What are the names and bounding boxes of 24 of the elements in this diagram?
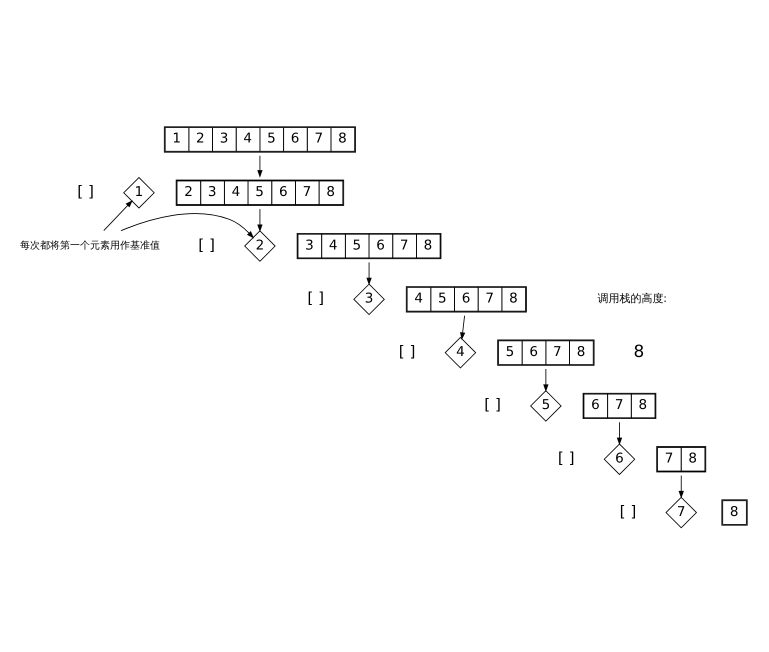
node-diamond: 7 bbox=[665, 496, 698, 528]
arrow bbox=[120, 213, 254, 238]
node-text: [ ] bbox=[558, 448, 575, 467]
node-text: [ ] bbox=[620, 502, 636, 520]
node-text: 每次都将第一个元素用作基准值 bbox=[20, 240, 160, 252]
node-text: [ ] bbox=[398, 342, 416, 360]
label: 调用栈的高度: bbox=[597, 292, 668, 306]
arrow bbox=[460, 315, 466, 340]
arrow bbox=[543, 368, 549, 392]
arrow bbox=[103, 200, 133, 232]
node-text: [ ] bbox=[484, 396, 501, 414]
arrow bbox=[616, 422, 622, 446]
arrow bbox=[678, 475, 684, 499]
node-text: [ ] bbox=[307, 289, 324, 308]
node-diamond: 3 bbox=[353, 284, 385, 316]
node-diamond: 5 bbox=[530, 390, 562, 422]
arrow bbox=[257, 208, 263, 232]
arrow bbox=[366, 262, 372, 286]
node-text: [ ] bbox=[77, 182, 94, 200]
node-diamond: 6 bbox=[604, 443, 636, 476]
node-diamond: 4 bbox=[444, 336, 476, 368]
label: 8 bbox=[634, 340, 644, 361]
node-text: [ ] bbox=[198, 236, 215, 254]
arrow bbox=[257, 155, 263, 178]
